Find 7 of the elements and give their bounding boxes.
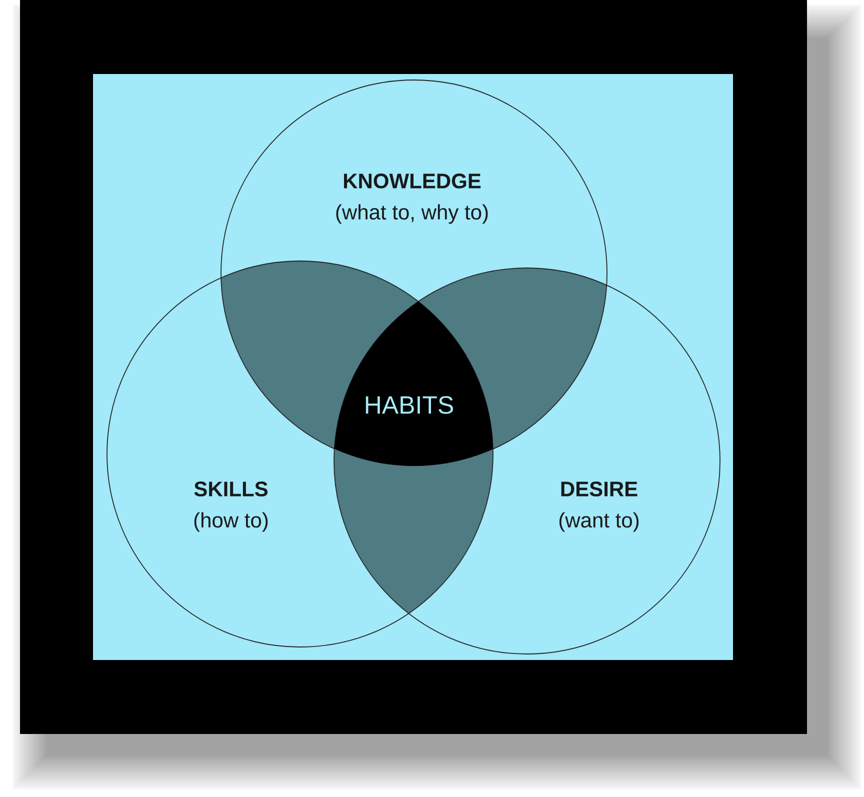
set-subtitle: (what to, why to) (336, 204, 488, 224)
set-title: KNOWLEDGE (344, 174, 481, 188)
set-subtitle: (want to) (559, 512, 639, 532)
set-subtitle: (how to) (194, 512, 268, 532)
set-title: DESIRE (561, 482, 638, 496)
set-title: SKILLS (194, 482, 268, 496)
intersection-region: HABITS (334, 302, 493, 466)
